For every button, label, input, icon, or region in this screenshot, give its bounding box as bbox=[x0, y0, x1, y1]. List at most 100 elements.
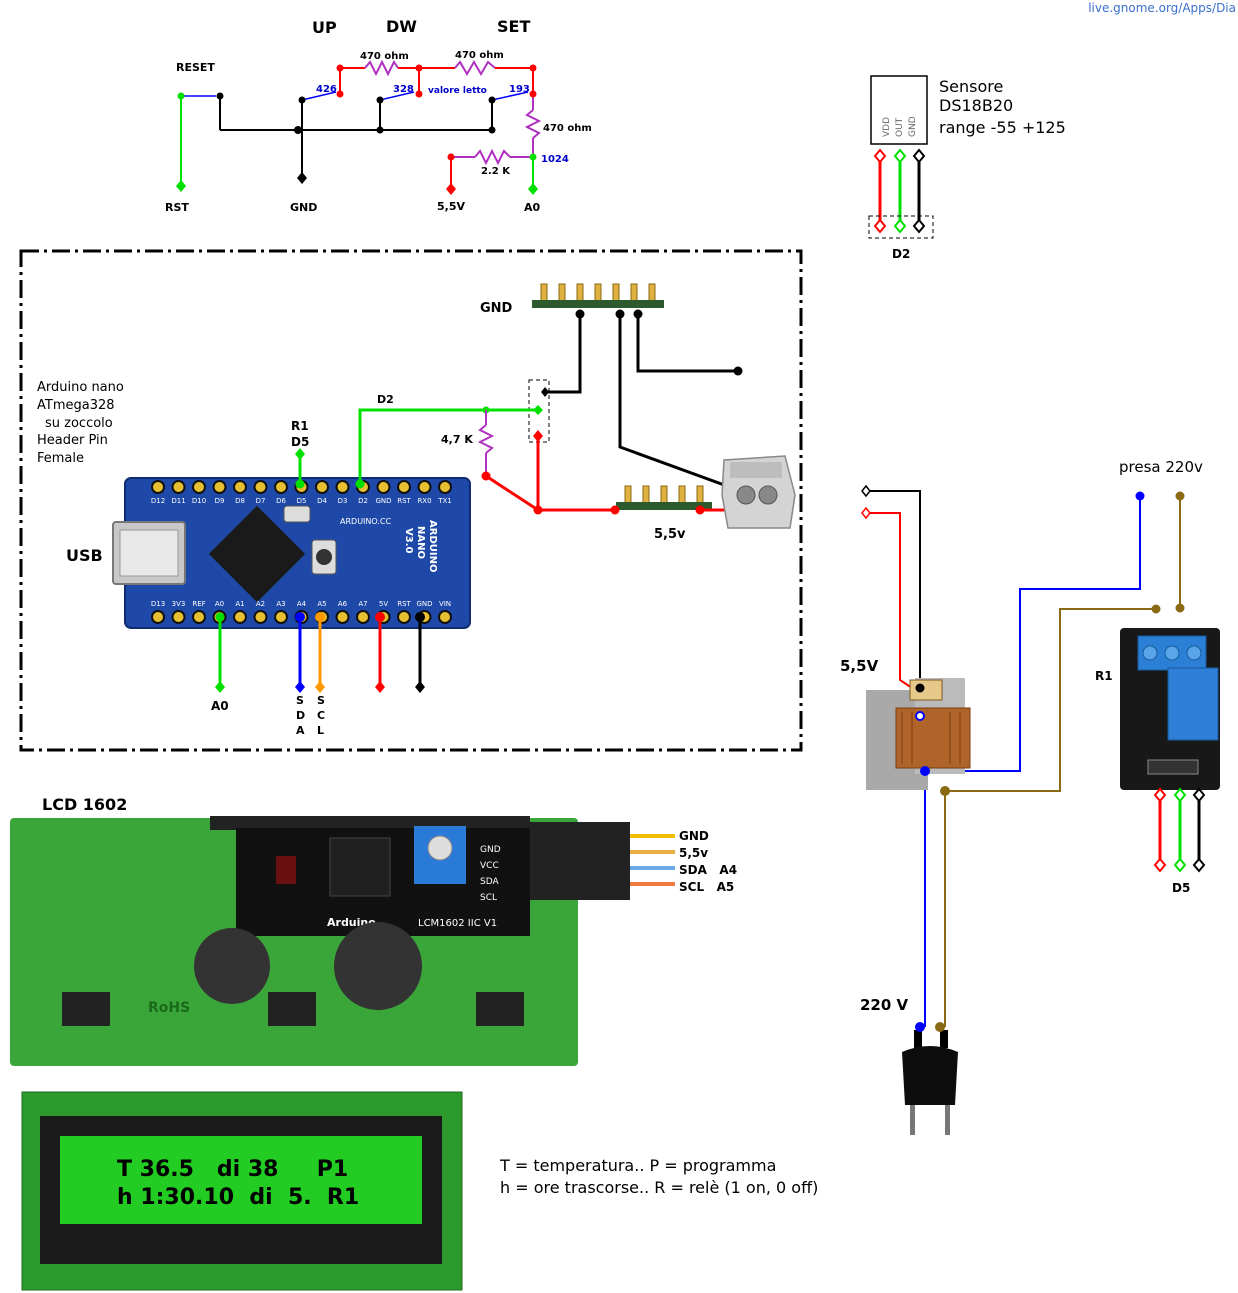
lcd-legend-1: T = temperatura.. P = programma bbox=[499, 1156, 776, 1175]
top-pin-label: D6 bbox=[276, 497, 286, 505]
top-pin-label: RST bbox=[397, 497, 411, 505]
usb-label: USB bbox=[66, 546, 103, 565]
pullup-label: 4,7 K bbox=[441, 433, 473, 446]
arduino-section: Arduino nano ATmega328 su zoccolo Header… bbox=[19, 249, 803, 752]
top-pin-label: D7 bbox=[256, 497, 266, 505]
top-pin-d6 bbox=[274, 480, 288, 494]
lcd-pin-gnd: GND bbox=[480, 845, 501, 855]
scl-label-c: C bbox=[317, 709, 325, 722]
bottom-pin-vin bbox=[438, 610, 452, 624]
sensor-title-2: DS18B20 bbox=[939, 96, 1013, 115]
header-pin bbox=[630, 283, 638, 303]
top-pin-label: D12 bbox=[151, 497, 165, 505]
sda-label-a: A bbox=[296, 724, 305, 737]
value-valore: valore letto bbox=[428, 86, 487, 96]
top-pin-label: D9 bbox=[215, 497, 225, 505]
resistor-470-b bbox=[454, 60, 496, 76]
header-pin bbox=[576, 283, 584, 303]
sensor-pin-vdd: VDD bbox=[882, 117, 892, 137]
label-55v: 5,5V bbox=[437, 200, 465, 213]
watermark[interactable]: live.gnome.org/Apps/Dia bbox=[1088, 1, 1236, 15]
bottom-pin-label: RST bbox=[397, 600, 411, 608]
bottom-pin-label: 3V3 bbox=[172, 600, 186, 608]
top-pin-rst bbox=[397, 480, 411, 494]
top-pin-d9 bbox=[212, 480, 227, 494]
top-pin-d11 bbox=[171, 480, 186, 494]
lcd-conn-sda: SDA A4 bbox=[679, 863, 737, 877]
sda-label-s: S bbox=[296, 694, 304, 707]
switch-up bbox=[301, 91, 337, 101]
top-pin-d8 bbox=[233, 480, 247, 494]
arduino-desc-4: Header Pin bbox=[37, 433, 108, 448]
switch-dw bbox=[379, 91, 415, 101]
board-text-cc: ARDUINO.CC bbox=[340, 517, 391, 526]
terminal-block bbox=[721, 455, 796, 529]
bottom-pin-label: REF bbox=[192, 600, 205, 608]
label-res3: 470 ohm bbox=[543, 123, 592, 134]
header-pin bbox=[696, 485, 704, 505]
lcd-module: LCD 1602 Arduino LCM1602 IIC V1 GND VCC … bbox=[10, 795, 737, 1066]
v55-label: 5,5v bbox=[654, 527, 686, 542]
sensor-pin-label: D2 bbox=[892, 247, 910, 261]
label-gnd: GND bbox=[290, 201, 317, 214]
lcd-conn-gnd: GND bbox=[679, 829, 709, 843]
bottom-pin-label: D13 bbox=[151, 600, 165, 608]
relay-module bbox=[1120, 628, 1220, 790]
label-a0: A0 bbox=[524, 201, 541, 214]
top-pin-label: D5 bbox=[297, 497, 307, 505]
arduino-desc-3: su zoccolo bbox=[45, 416, 113, 431]
top-pin-label: RX0 bbox=[417, 497, 431, 505]
v55-transformer-label: 5,5V bbox=[840, 657, 879, 675]
header-pin bbox=[540, 283, 548, 303]
label-up: UP bbox=[312, 18, 337, 37]
resistor-470-a bbox=[364, 59, 399, 77]
lcd-line-2: h 1:30.10 di 5. R1 bbox=[117, 1185, 359, 1210]
board-text-1: ARDUINO bbox=[427, 520, 438, 572]
r1-label: R1 bbox=[291, 419, 309, 433]
lcd-pin-vcc: VCC bbox=[480, 861, 499, 871]
resistor-2k2 bbox=[474, 148, 511, 166]
top-pin-d10 bbox=[192, 480, 206, 494]
top-pin-label: D8 bbox=[235, 497, 245, 505]
label-dw: DW bbox=[386, 17, 417, 36]
bottom-pin-label: A3 bbox=[276, 600, 285, 608]
lcd-pin-scl: SCL bbox=[480, 893, 497, 903]
header-pin bbox=[558, 283, 566, 303]
arduino-desc-2: ATmega328 bbox=[37, 398, 115, 413]
label-res1: 470 ohm bbox=[360, 51, 409, 62]
a0-label: A0 bbox=[211, 699, 229, 713]
bottom-pin-label: 5V bbox=[379, 600, 388, 608]
bottom-pin-ref bbox=[192, 610, 206, 624]
bottom-pin-label: A0 bbox=[215, 600, 224, 608]
sensor-pin-gnd: GND bbox=[908, 116, 918, 137]
header-pin bbox=[624, 485, 632, 505]
bottom-pin-rst bbox=[397, 610, 411, 624]
value-1024: 1024 bbox=[541, 154, 569, 165]
bottom-pin-3v3 bbox=[171, 610, 186, 624]
gnd-label: GND bbox=[480, 301, 513, 316]
top-pin-label: TX1 bbox=[437, 497, 452, 505]
arduino-desc-1: Arduino nano bbox=[37, 380, 124, 395]
d5-label: D5 bbox=[291, 435, 309, 449]
sensor-ds18b20: VDD OUT GND Sensore DS18B20 range -55 +1… bbox=[868, 75, 1066, 261]
relay-label: R1 bbox=[1095, 669, 1113, 683]
label-res4: 2.2 K bbox=[481, 166, 511, 177]
lcd-display: T 36.5 di 38 P1 h 1:30.10 di 5. R1 T = t… bbox=[21, 1091, 818, 1291]
backpack-text-2: LCM1602 IIC V1 bbox=[418, 918, 497, 929]
label-res2: 470 ohm bbox=[455, 50, 504, 61]
pullup-resistor bbox=[477, 424, 495, 454]
bottom-pin-a1 bbox=[233, 610, 247, 624]
d2-label: D2 bbox=[377, 393, 394, 406]
presa-label: presa 220v bbox=[1119, 458, 1203, 476]
bottom-pin-label: A7 bbox=[358, 600, 367, 608]
bottom-pin-label: GND bbox=[416, 600, 432, 608]
header-pin bbox=[612, 283, 620, 303]
top-pin-d7 bbox=[253, 480, 268, 494]
bottom-pin-a3 bbox=[274, 610, 288, 624]
header-base bbox=[616, 502, 712, 510]
scl-label-s: S bbox=[317, 694, 325, 707]
header-base bbox=[532, 300, 664, 308]
lcd-legend-2: h = ore trascorse.. R = relè (1 on, 0 of… bbox=[500, 1178, 818, 1197]
header-pin bbox=[678, 485, 686, 505]
